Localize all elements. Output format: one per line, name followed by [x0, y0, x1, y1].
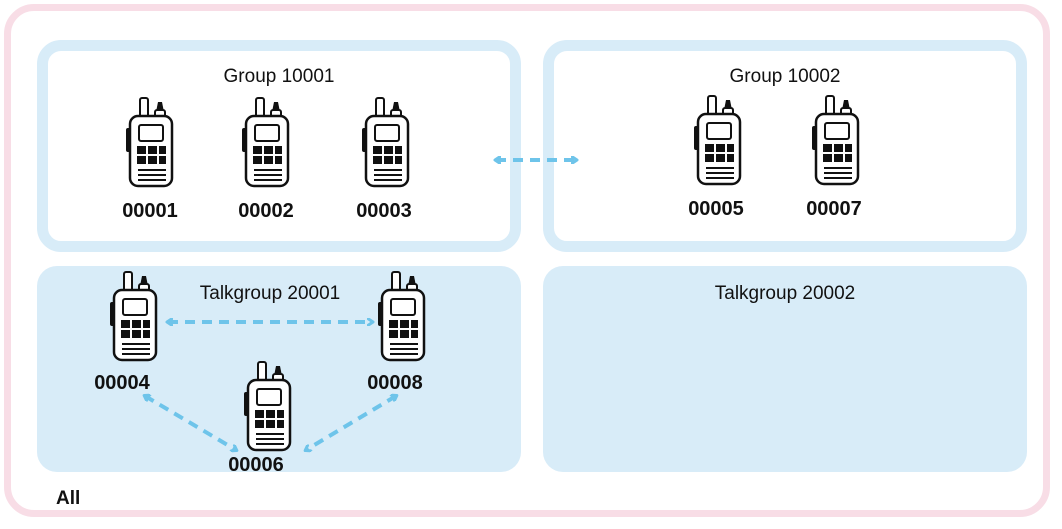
- radio-00003-id: 00003: [356, 200, 412, 222]
- radio-00007-id: 00007: [806, 198, 862, 220]
- radio-00008-id: 00008: [367, 372, 423, 394]
- radio-00006-id: 00006: [228, 454, 284, 476]
- radio-00004-id: 00004: [94, 372, 150, 394]
- group-10001: [37, 40, 521, 252]
- radio-00002-id: 00002: [238, 200, 294, 222]
- group-10002-title: Group 10002: [729, 66, 841, 87]
- talkgroup-20001-title: Talkgroup 20001: [199, 283, 341, 304]
- radio-00005-id: 00005: [688, 198, 744, 220]
- talkgroup-20002-title: Talkgroup 20002: [714, 283, 856, 304]
- group-10002: [543, 40, 1027, 252]
- talkgroup-20002: [543, 266, 1027, 472]
- all-label: All: [56, 488, 81, 509]
- link-00004-00006: [145, 396, 236, 450]
- all-container: [4, 4, 1050, 517]
- radio-00001-id: 00001: [122, 200, 178, 222]
- link-00008-00006: [306, 396, 396, 450]
- group-10001-title: Group 10001: [223, 66, 335, 87]
